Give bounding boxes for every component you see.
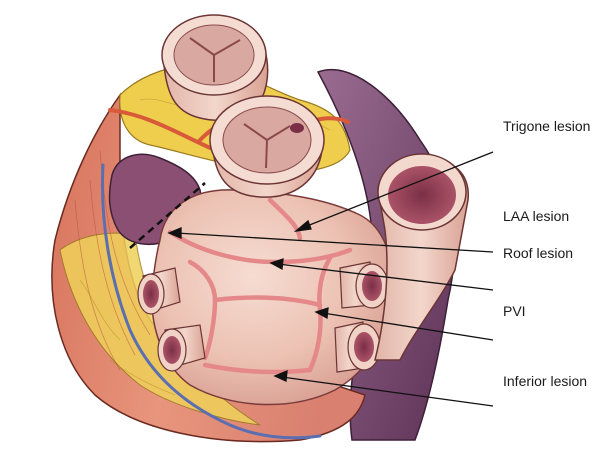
label-trigone-lesion: Trigone lesion: [503, 118, 590, 134]
aortic-valve: [210, 96, 324, 197]
label-laa-lesion: LAA lesion: [503, 208, 569, 224]
label-pvi: PVI: [503, 303, 526, 319]
right-inferior-pulmonary-vein: [335, 322, 380, 372]
label-roof-lesion: Roof lesion: [503, 245, 573, 261]
right-superior-pulmonary-vein: [340, 262, 388, 308]
label-inferior-lesion: Inferior lesion: [503, 373, 587, 389]
